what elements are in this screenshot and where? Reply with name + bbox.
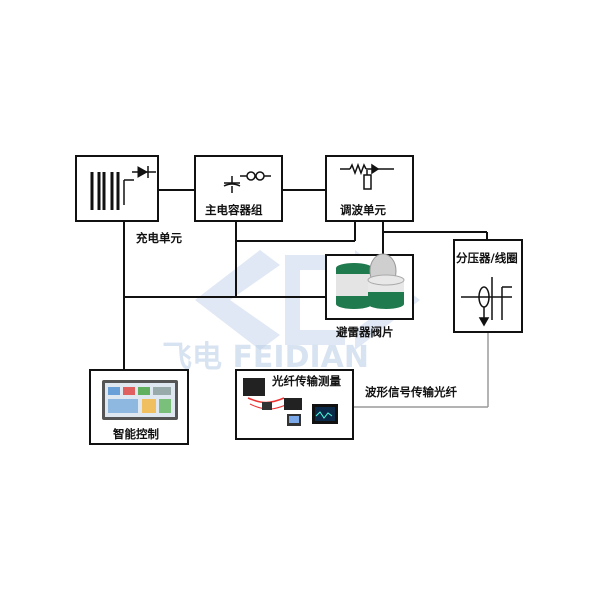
arrester-disc-image <box>336 253 405 309</box>
watermark: 飞电 FEIDIAN <box>162 250 420 375</box>
watermark-logo-shape <box>195 250 280 350</box>
divider-box <box>453 239 523 333</box>
arrester-label: 避雷器阀片 <box>336 325 394 339</box>
wave-adjust-label: 调波单元 <box>340 203 386 217</box>
divider-block: 分压器/线圈 <box>453 239 523 333</box>
watermark-logo-shape <box>285 255 345 345</box>
resistor-inductor-icon <box>340 162 394 190</box>
main-capacitor-box <box>194 155 283 222</box>
main-capacitor-block: 主电容器组 <box>194 155 283 222</box>
charging-unit-block: 充电单元 <box>75 155 182 245</box>
fiber-signal-label: 波形信号传输光纤 <box>365 385 457 399</box>
capacitor-icon <box>223 171 271 193</box>
diode-icon <box>132 166 156 178</box>
wiring <box>123 189 488 370</box>
smart-control-label: 智能控制 <box>113 427 159 441</box>
charging-unit-label: 充电单元 <box>136 231 182 245</box>
coil-icon <box>461 277 512 327</box>
transformer-icon <box>90 172 134 210</box>
fiber-measure-label: 光纤传输测量 <box>271 374 341 388</box>
control-screen-image <box>102 380 178 420</box>
divider-label: 分压器/线圈 <box>456 251 518 265</box>
arrester-block: 避雷器阀片 <box>325 253 414 339</box>
fiber-link <box>353 332 489 408</box>
smart-control-block: 智能控制 <box>89 369 189 445</box>
measurement-equipment-image <box>243 378 338 426</box>
fiber-measure-block: 光纤传输测量 <box>235 369 354 440</box>
main-capacitor-label: 主电容器组 <box>205 203 263 217</box>
wave-adjust-block: 调波单元 <box>325 155 414 222</box>
